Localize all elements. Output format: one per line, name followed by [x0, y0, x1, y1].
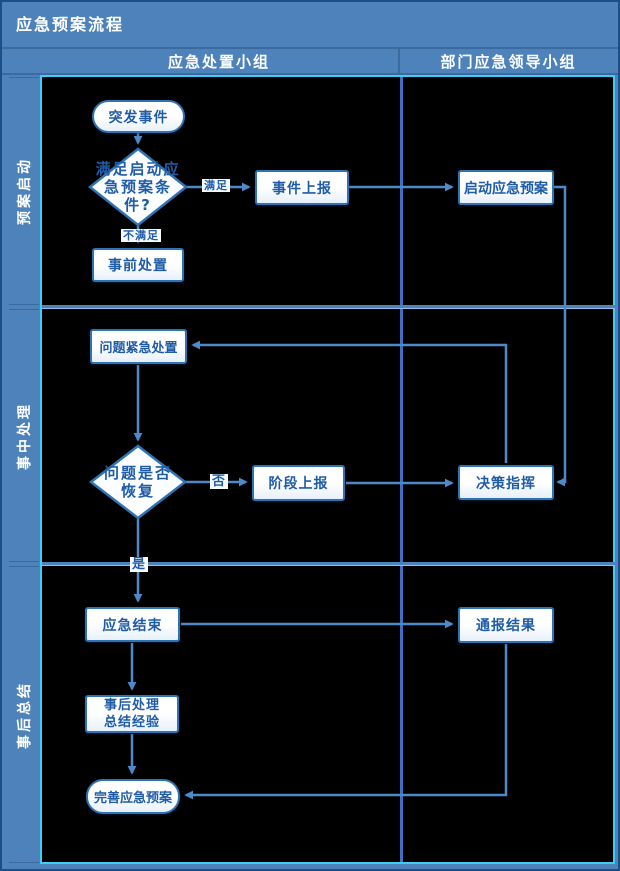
header-column-separator	[398, 49, 400, 73]
node-pre-handle[interactable]: 事前处置	[92, 248, 184, 282]
lane-label-inprocess-handling: 事中处理	[9, 309, 39, 562]
edge-label-not-satisfied: 不满足	[121, 229, 161, 242]
page-title: 应急预案流程	[16, 15, 125, 34]
node-improve-plan[interactable]: 完善应急预案	[86, 779, 180, 814]
post-summary-line1: 事后处理	[103, 698, 160, 713]
lane-label-text: 事后总结	[17, 680, 33, 749]
node-stage-report[interactable]: 阶段上报	[252, 465, 345, 501]
post-summary-line2: 总结经验	[103, 715, 160, 730]
edge-label-no: 否	[210, 474, 229, 489]
header-bottom-separator	[2, 73, 618, 75]
lane-label-post-summary: 事后总结	[9, 566, 39, 863]
node-emergency-end[interactable]: 应急结束	[85, 607, 180, 642]
edge-label-satisfied: 满足	[202, 179, 230, 192]
node-post-summary[interactable]: 事后处理 总结经验	[85, 695, 179, 733]
node-incident[interactable]: 突发事件	[92, 100, 185, 133]
lane-divider-2	[42, 562, 615, 566]
edge-label-yes: 是	[130, 557, 149, 572]
title-separator	[2, 47, 618, 49]
column-header-leadership-team: 部门应急领导小组	[440, 52, 577, 71]
column-divider-line	[400, 77, 403, 862]
node-notify-result[interactable]: 通报结果	[458, 607, 554, 643]
lane-label-text: 事中处理	[17, 401, 33, 470]
node-event-report[interactable]: 事件上报	[255, 170, 349, 205]
node-command[interactable]: 决策指挥	[458, 465, 554, 500]
node-urgent-handle[interactable]: 问题紧急处置	[90, 329, 187, 364]
lane-divider-1	[42, 305, 615, 309]
lane-label-plan-activation: 预案启动	[9, 77, 39, 305]
lane-label-text: 预案启动	[17, 157, 33, 225]
column-header-response-team: 应急处置小组	[167, 52, 270, 71]
node-activate-plan[interactable]: 启动应急预案	[458, 170, 554, 205]
